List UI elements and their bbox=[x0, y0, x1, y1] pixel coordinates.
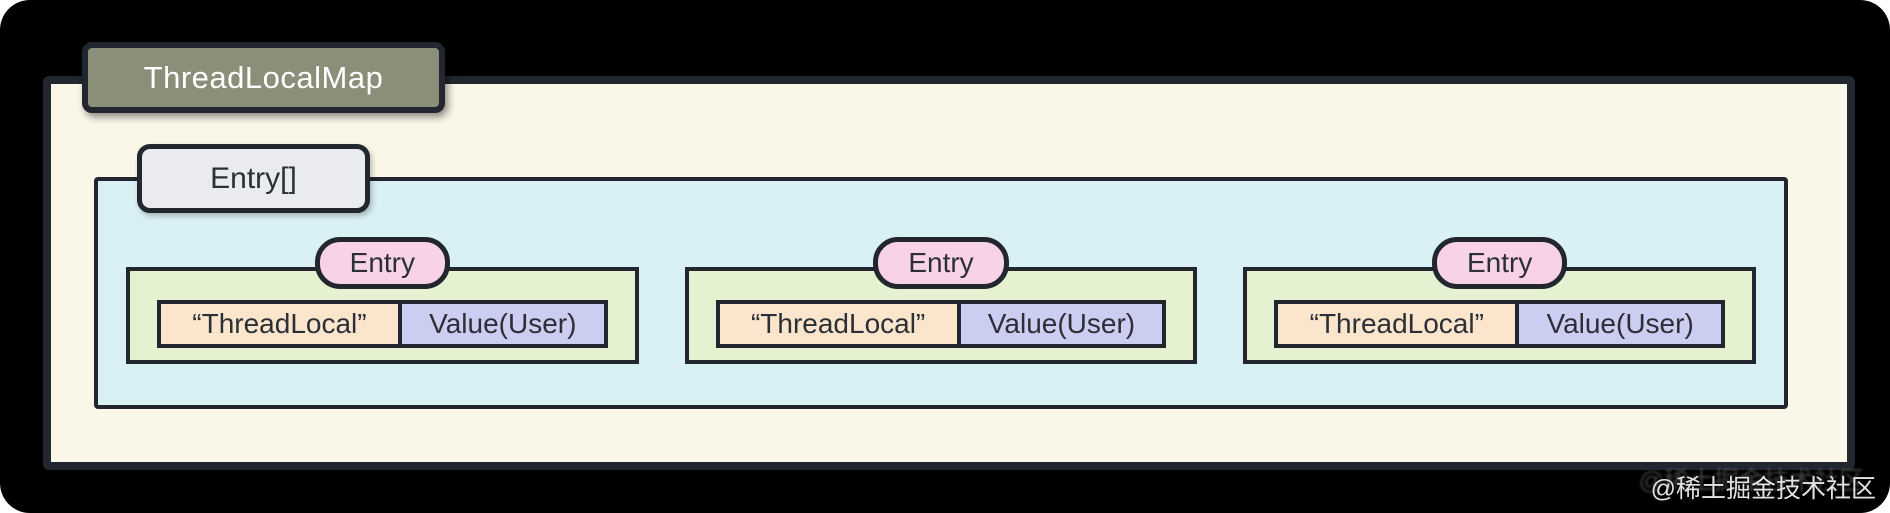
entry-group: Entry “ThreadLocal” Value(User) bbox=[684, 237, 1198, 364]
entry-key-cell: “ThreadLocal” bbox=[161, 304, 402, 344]
entry-value-cell: Value(User) bbox=[401, 304, 604, 344]
entry-array-box: Entry “ThreadLocal” Value(User) Entry “T… bbox=[94, 177, 1788, 409]
entry-group: Entry “ThreadLocal” Value(User) bbox=[1243, 237, 1757, 364]
entry-badge: Entry bbox=[1432, 237, 1568, 289]
entry-badge: Entry bbox=[873, 237, 1009, 289]
entry-value-cell: Value(User) bbox=[1519, 304, 1722, 344]
entry-key-value-row: “ThreadLocal” Value(User) bbox=[715, 300, 1167, 348]
watermark: @稀土掘金技术社区 bbox=[1650, 475, 1876, 503]
entry-box: “ThreadLocal” Value(User) bbox=[1243, 267, 1757, 364]
threadlocalmap-title-tab: ThreadLocalMap bbox=[82, 42, 445, 113]
entry-key-value-row: “ThreadLocal” Value(User) bbox=[157, 300, 608, 348]
entry-box: “ThreadLocal” Value(User) bbox=[126, 267, 639, 364]
entry-array-label: Entry[] bbox=[210, 161, 297, 195]
entry-group: Entry “ThreadLocal” Value(User) bbox=[126, 237, 639, 364]
entry-value-cell: Value(User) bbox=[960, 304, 1163, 344]
entry-key-cell: “ThreadLocal” bbox=[1278, 304, 1520, 344]
entry-key-cell: “ThreadLocal” bbox=[719, 304, 961, 344]
entry-box: “ThreadLocal” Value(User) bbox=[684, 267, 1198, 364]
watermark-shadow: @稀土掘金技术社区 bbox=[1638, 467, 1864, 495]
entry-key-value-row: “ThreadLocal” Value(User) bbox=[1274, 300, 1726, 348]
threadlocalmap-title-label: ThreadLocalMap bbox=[143, 59, 384, 95]
entry-array-label-box: Entry[] bbox=[137, 144, 370, 213]
entry-badge: Entry bbox=[314, 237, 451, 289]
